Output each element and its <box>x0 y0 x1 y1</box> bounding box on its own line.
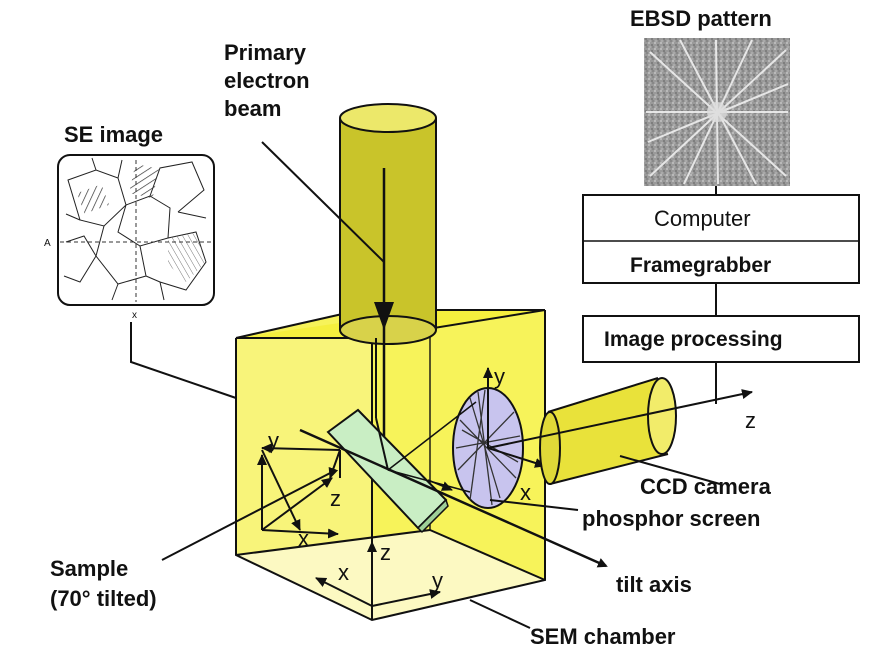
chamber-leader-line <box>469 599 531 629</box>
beam-arrow-icon <box>374 302 394 330</box>
detector-x-label: x <box>520 480 531 505</box>
sample-slab <box>261 401 608 568</box>
sample-label-line1: Sample <box>50 556 128 581</box>
computer-box <box>582 194 860 284</box>
se-connector-line <box>130 322 237 399</box>
floor-x-label: x <box>338 560 349 585</box>
framegrabber-label: Framegrabber <box>630 254 771 277</box>
sample-x-label: x <box>298 526 309 551</box>
se-image-axis-left: A <box>44 238 51 249</box>
sample-z-label: z <box>330 486 341 511</box>
primary-beam-label-line1: Primary <box>224 40 307 65</box>
ebsd-pattern-image <box>644 38 790 186</box>
ccd-camera <box>539 377 677 485</box>
computer-label: Computer <box>654 206 751 231</box>
sample-label-line2: (70° tilted) <box>50 586 157 611</box>
image-processing-label: Image processing <box>604 328 783 351</box>
image-processing-box <box>582 315 860 363</box>
beam-leader-line <box>261 141 385 263</box>
phosphor-screen-label: phosphor screen <box>582 506 760 531</box>
electron-beam-column <box>339 103 437 440</box>
ccd-camera-label: CCD camera <box>640 474 772 499</box>
se-image-axis-bottom: x <box>132 310 137 321</box>
sem-chamber-label: SEM chamber <box>530 624 676 649</box>
se-image-thumbnail <box>57 154 215 306</box>
sample-leader-line <box>161 469 337 561</box>
primary-beam-label-line3: beam <box>224 96 281 121</box>
phosphor-leader-line <box>489 499 579 511</box>
ebsd-pattern-label: EBSD pattern <box>630 6 772 31</box>
detector-y-label: y <box>494 364 505 389</box>
primary-beam-label-line2: electron <box>224 68 310 93</box>
sample-y-label: y <box>268 428 279 453</box>
ccd-leader-line <box>619 455 721 485</box>
se-image-label: SE image <box>64 122 163 147</box>
tilt-axis-label: tilt axis <box>616 572 692 597</box>
floor-axes <box>315 541 441 607</box>
detector-z-label: z <box>745 408 756 433</box>
floor-z-label: z <box>380 540 391 565</box>
floor-y-label: y <box>432 568 443 593</box>
